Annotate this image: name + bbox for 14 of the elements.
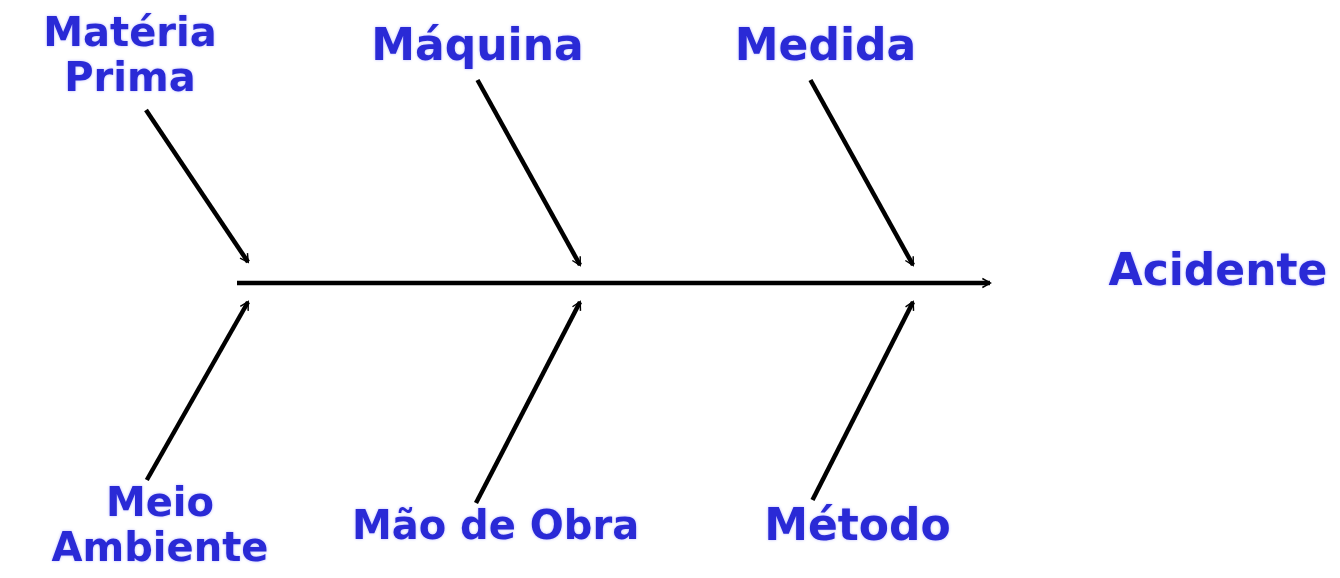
cause-label: Mão de Obra xyxy=(333,503,658,563)
cause-arrow xyxy=(144,108,250,264)
cause-label: Medida xyxy=(718,20,933,80)
cause-label: Matéria Prima xyxy=(30,10,230,110)
cause-arrow xyxy=(808,78,915,267)
cause-label: Meio Ambiente xyxy=(50,480,270,578)
cause-arrow xyxy=(475,78,582,267)
effect-label: Acidente xyxy=(1100,245,1336,305)
cause-arrow xyxy=(810,300,915,501)
cause-label: Máquina xyxy=(355,20,600,80)
cause-arrow xyxy=(144,300,250,482)
spine-arrow xyxy=(237,277,992,289)
cause-label: Método xyxy=(745,500,970,562)
cause-arrow xyxy=(474,300,582,505)
